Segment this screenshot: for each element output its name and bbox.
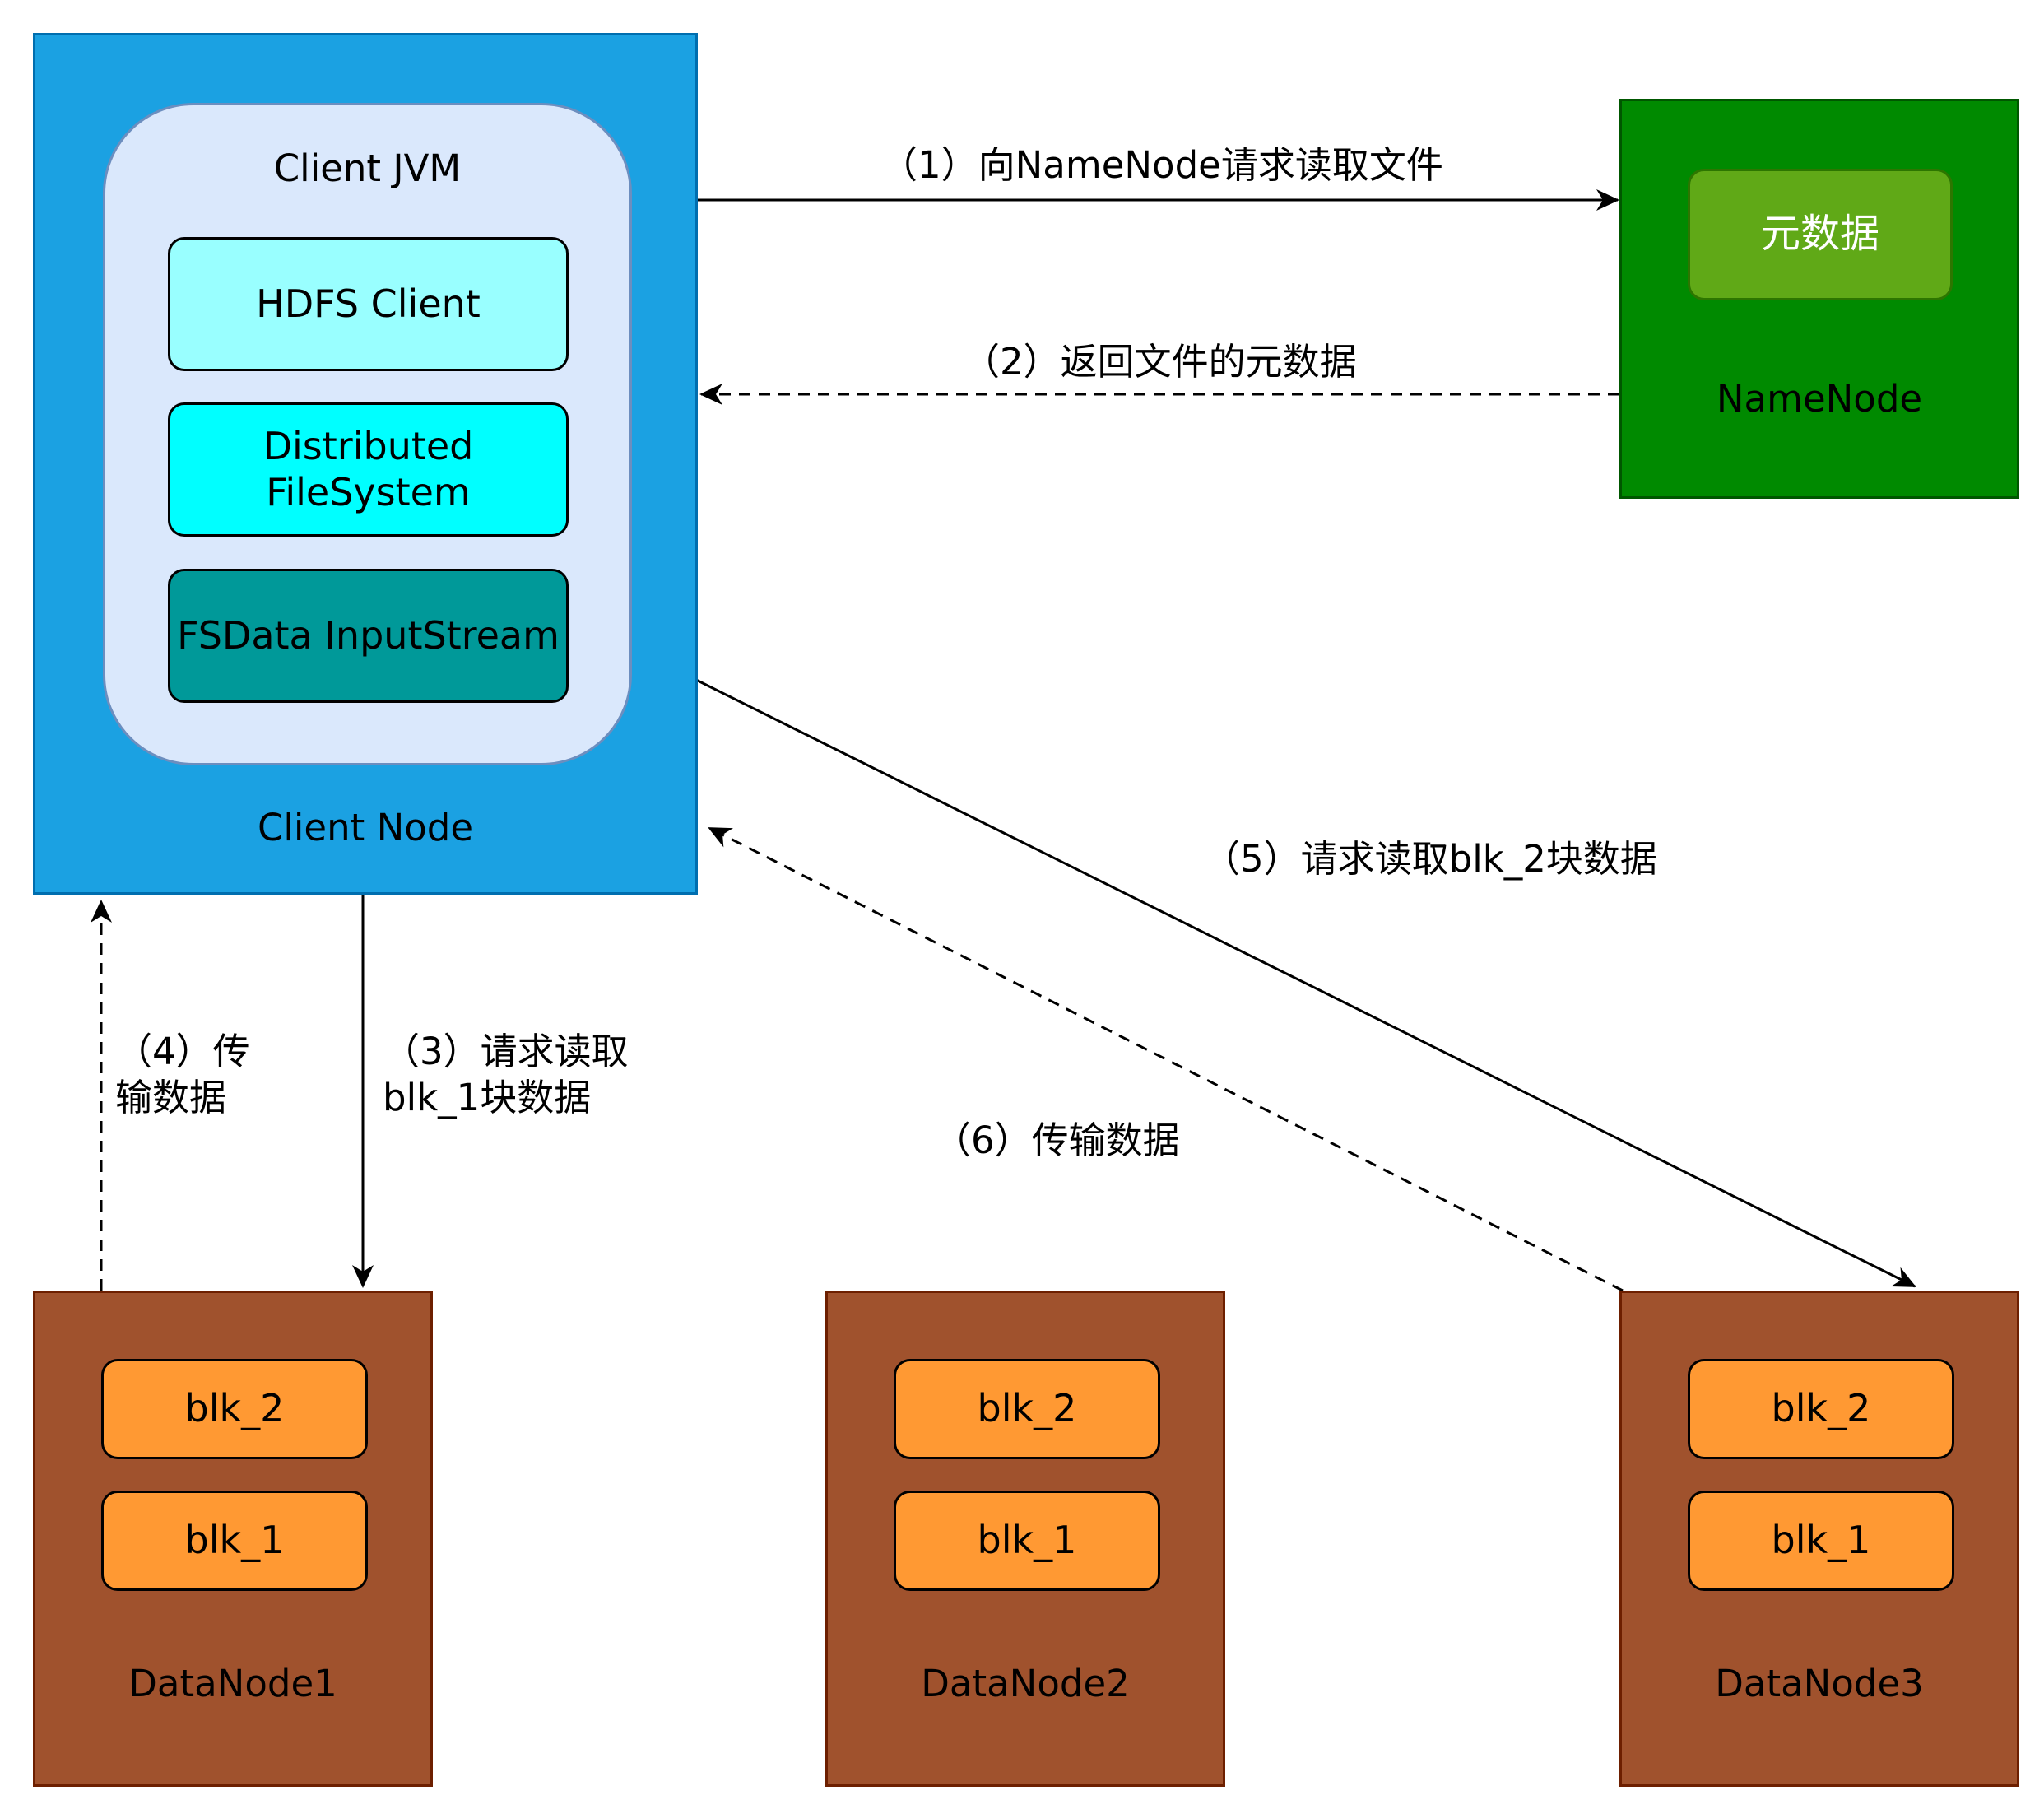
block-blk1: blk_1 bbox=[894, 1491, 1160, 1591]
block-blk2: blk_2 bbox=[894, 1359, 1160, 1459]
fsdata-inputstream-component: FSData InputStream bbox=[168, 569, 569, 703]
block-blk1: blk_1 bbox=[101, 1491, 368, 1591]
datanode-2-label: DataNode2 bbox=[921, 1662, 1130, 1705]
edge-label-2: （2）返回文件的元数据 bbox=[963, 340, 1357, 384]
namenode: 元数据 NameNode bbox=[1619, 99, 2019, 499]
datanode-1: blk_2 blk_1 DataNode1 bbox=[33, 1291, 433, 1787]
edge-label-5: （5）请求读取blk_2块数据 bbox=[1203, 837, 1657, 881]
block-blk1: blk_1 bbox=[1688, 1491, 1954, 1591]
block-blk2: blk_2 bbox=[101, 1359, 368, 1459]
client-node-label: Client Node bbox=[257, 806, 474, 849]
hdfs-client-component: HDFS Client bbox=[168, 237, 569, 371]
datanode-3-label: DataNode3 bbox=[1715, 1662, 1924, 1705]
edge-label-4: （4）传 输数据 bbox=[115, 1030, 250, 1120]
arrow-transfer-blk2 bbox=[708, 826, 1624, 1292]
edge-label-1: （1）向NameNode请求读取文件 bbox=[880, 143, 1443, 187]
arrow-request-blk2 bbox=[695, 678, 1916, 1288]
client-jvm: Client JVM HDFS Client Distributed FileS… bbox=[103, 103, 632, 765]
block-blk2: blk_2 bbox=[1688, 1359, 1954, 1459]
datanode-1-label: DataNode1 bbox=[128, 1662, 337, 1705]
datanode-3: blk_2 blk_1 DataNode3 bbox=[1619, 1291, 2019, 1787]
distributed-filesystem-component: Distributed FileSystem bbox=[168, 402, 569, 537]
namenode-label: NameNode bbox=[1716, 377, 1923, 421]
client-jvm-label: Client JVM bbox=[273, 147, 462, 190]
datanode-2: blk_2 blk_1 DataNode2 bbox=[825, 1291, 1225, 1787]
edge-label-6: （6）传输数据 bbox=[934, 1119, 1180, 1162]
metadata-block: 元数据 bbox=[1688, 169, 1953, 300]
client-node: Client JVM HDFS Client Distributed FileS… bbox=[33, 33, 698, 895]
edge-label-3: （3）请求读取 blk_1块数据 bbox=[383, 1030, 629, 1120]
